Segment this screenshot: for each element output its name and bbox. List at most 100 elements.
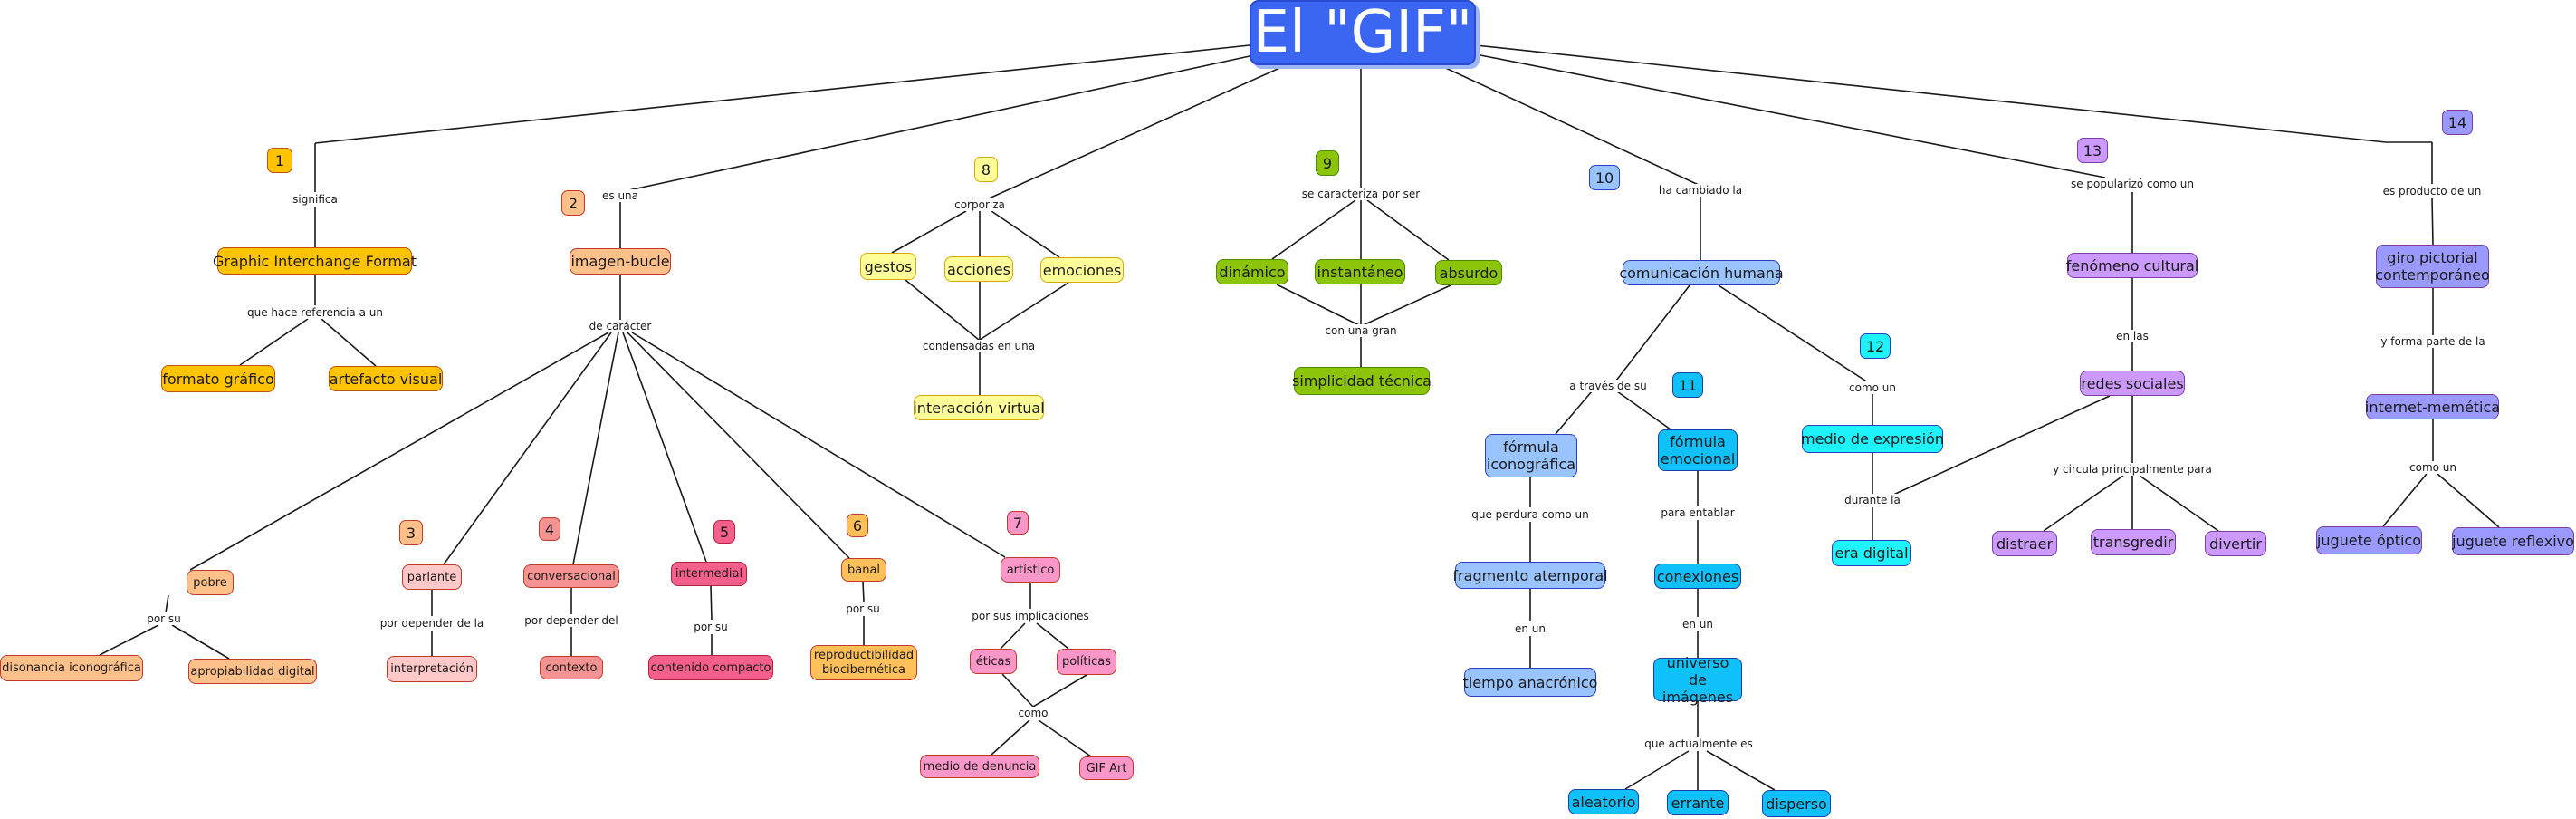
connector-line bbox=[2382, 473, 2428, 527]
connector-line bbox=[1881, 395, 2111, 501]
concept-medio-de-denuncia[interactable]: medio de denuncia bbox=[920, 755, 1039, 778]
concept-banal[interactable]: banal bbox=[841, 558, 886, 582]
concept-emociones[interactable]: emociones bbox=[1040, 257, 1124, 283]
link-label-en-un-1: en un bbox=[1512, 622, 1548, 635]
concept-comunicacion-humana[interactable]: comunicación humana bbox=[1619, 260, 1784, 285]
concept-acciones[interactable]: acciones bbox=[944, 256, 1013, 282]
connector-line bbox=[1718, 284, 1869, 383]
concept-juguete-optico[interactable]: juguete óptico bbox=[2316, 526, 2422, 554]
concept-era-digital[interactable]: era digital bbox=[1832, 540, 1911, 566]
concept-absurdo[interactable]: absurdo bbox=[1435, 260, 1502, 285]
concept-giro-pictorial-contemporaneo[interactable]: giro pictorial contemporáneo bbox=[2375, 245, 2490, 288]
badge-9: 9 bbox=[1316, 150, 1339, 176]
concept-disperso[interactable]: disperso bbox=[1762, 790, 1831, 817]
connector-line bbox=[991, 719, 1030, 756]
concept-eticas[interactable]: éticas bbox=[970, 649, 1017, 674]
link-label-en-las: en las bbox=[2114, 330, 2150, 342]
connector-line bbox=[1555, 390, 1593, 435]
link-label-ha-cambiado-la: ha cambiado la bbox=[1656, 184, 1745, 197]
concept-formula-emocional[interactable]: fórmula emocional bbox=[1658, 429, 1738, 471]
root-node-el-gif[interactable]: El "GIF" bbox=[1250, 0, 1476, 66]
concept-internet-memetica[interactable]: internet-memética bbox=[2365, 394, 2500, 419]
concept-instantaneo[interactable]: instantáneo bbox=[1315, 259, 1405, 284]
concept-graphic-interchange-format[interactable]: Graphic Interchange Format bbox=[213, 247, 417, 275]
connector-line bbox=[991, 210, 1060, 258]
badge-13: 13 bbox=[2077, 138, 2108, 163]
link-label-que-actualmente-es: que actualmente es bbox=[1642, 737, 1755, 750]
concept-gif-art[interactable]: GIF Art bbox=[1079, 756, 1134, 780]
connector-line bbox=[443, 332, 612, 565]
concept-aleatorio[interactable]: aleatorio bbox=[1568, 789, 1639, 814]
concept-fenomeno-cultural[interactable]: fenómeno cultural bbox=[2066, 253, 2198, 278]
concept-medio-de-expresion[interactable]: medio de expresión bbox=[1801, 425, 1944, 453]
concept-artistico[interactable]: artístico bbox=[1001, 557, 1060, 583]
concept-disonancia-iconografica[interactable]: disonancia iconográfica bbox=[0, 655, 143, 681]
link-label-como-un-12: como un bbox=[1847, 381, 1898, 394]
connector-line bbox=[1000, 622, 1026, 650]
concept-formato-grafico[interactable]: formato gráfico bbox=[161, 365, 275, 392]
concept-divertir[interactable]: divertir bbox=[2205, 531, 2266, 556]
connector-line bbox=[572, 332, 619, 565]
connector-line bbox=[891, 210, 967, 254]
link-label-condensadas-en-una: condensadas en una bbox=[920, 340, 1038, 352]
connector-line bbox=[314, 44, 1250, 144]
badge-2: 2 bbox=[561, 190, 585, 216]
link-label-se-popularizo-como-un: se popularizó como un bbox=[2068, 178, 2197, 190]
link-label-es-producto-de-un: es producto de un bbox=[2380, 185, 2484, 198]
concept-gestos[interactable]: gestos bbox=[860, 253, 916, 280]
concept-simplicidad-tecnica[interactable]: simplicidad técnica bbox=[1292, 367, 1432, 395]
connector-line bbox=[99, 624, 159, 656]
concept-conexiones[interactable]: conexiones bbox=[1654, 564, 1741, 589]
connector-line bbox=[1439, 64, 1701, 187]
link-label-significa: significa bbox=[291, 193, 340, 206]
concept-contenido-compacto[interactable]: contenido compacto bbox=[648, 655, 773, 680]
link-label-que-perdura-como-un: que perdura como un bbox=[1470, 508, 1591, 521]
concept-intermedial[interactable]: intermedial bbox=[671, 562, 747, 586]
badge-11: 11 bbox=[1672, 372, 1703, 398]
concept-reproductibilidad-biocibernetica[interactable]: reproductibilidad biocibernética bbox=[810, 645, 917, 680]
connector-line bbox=[905, 279, 980, 341]
link-label-como-un-14: como un bbox=[2408, 461, 2458, 474]
connector-line bbox=[1616, 390, 1671, 430]
connector-line bbox=[189, 332, 609, 571]
concept-redes-sociales[interactable]: redes sociales bbox=[2080, 371, 2185, 396]
concept-transgredir[interactable]: transgredir bbox=[2091, 529, 2176, 555]
connector-line bbox=[239, 318, 309, 366]
concept-contexto[interactable]: contexto bbox=[540, 656, 603, 679]
link-label-por-sus-implicaciones: por sus implicaciones bbox=[970, 610, 1091, 622]
concept-dinamico[interactable]: dinámico bbox=[1216, 259, 1288, 284]
badge-5: 5 bbox=[713, 520, 735, 544]
link-label-a-traves-de-su: a través de su bbox=[1567, 380, 1649, 392]
link-label-se-caracteriza-por-ser: se caracteriza por ser bbox=[1299, 188, 1422, 200]
concept-fragmento-atemporal[interactable]: fragmento atemporal bbox=[1452, 562, 1608, 589]
concept-pobre[interactable]: pobre bbox=[187, 570, 234, 595]
concept-errante[interactable]: errante bbox=[1667, 790, 1729, 815]
concept-distraer[interactable]: distraer bbox=[1992, 531, 2057, 556]
connector-line bbox=[631, 332, 1006, 558]
connector-line bbox=[862, 581, 865, 602]
concept-juguete-reflexivo[interactable]: juguete reflexivo bbox=[2452, 527, 2574, 555]
badge-4: 4 bbox=[539, 517, 560, 541]
connector-line bbox=[1475, 44, 2387, 143]
concept-interpretacion[interactable]: interpretación bbox=[387, 656, 477, 682]
concept-interaccion-virtual[interactable]: interacción virtual bbox=[913, 395, 1045, 420]
concept-artefacto-visual[interactable]: artefacto visual bbox=[329, 366, 443, 391]
badge-8: 8 bbox=[974, 157, 998, 182]
concept-parlante[interactable]: parlante bbox=[402, 564, 462, 590]
connector-line bbox=[1032, 674, 1087, 708]
concept-conversacional[interactable]: conversacional bbox=[523, 564, 619, 588]
connector-line bbox=[2139, 475, 2219, 532]
concept-politicas[interactable]: políticas bbox=[1057, 649, 1116, 675]
link-label-por-su-intermedial: por su bbox=[692, 621, 730, 633]
concept-universo-de-imagenes[interactable]: universo de imágenes bbox=[1653, 654, 1742, 706]
connector-line bbox=[1615, 284, 1690, 381]
concept-formula-iconografica[interactable]: fórmula iconográfica bbox=[1485, 434, 1577, 477]
concept-tiempo-anacronico[interactable]: tiempo anacrónico bbox=[1463, 668, 1597, 697]
concept-apropiabilidad-digital[interactable]: apropiabilidad digital bbox=[188, 659, 317, 684]
link-label-y-circula-principalmente-para: y circula principalmente para bbox=[2051, 463, 2214, 476]
link-label-por-depender-del: por depender del bbox=[522, 614, 620, 627]
connector-line bbox=[2043, 475, 2124, 532]
concept-imagen-bucle[interactable]: imagen-bucle bbox=[570, 248, 671, 275]
link-label-por-su-banal: por su bbox=[844, 602, 882, 615]
